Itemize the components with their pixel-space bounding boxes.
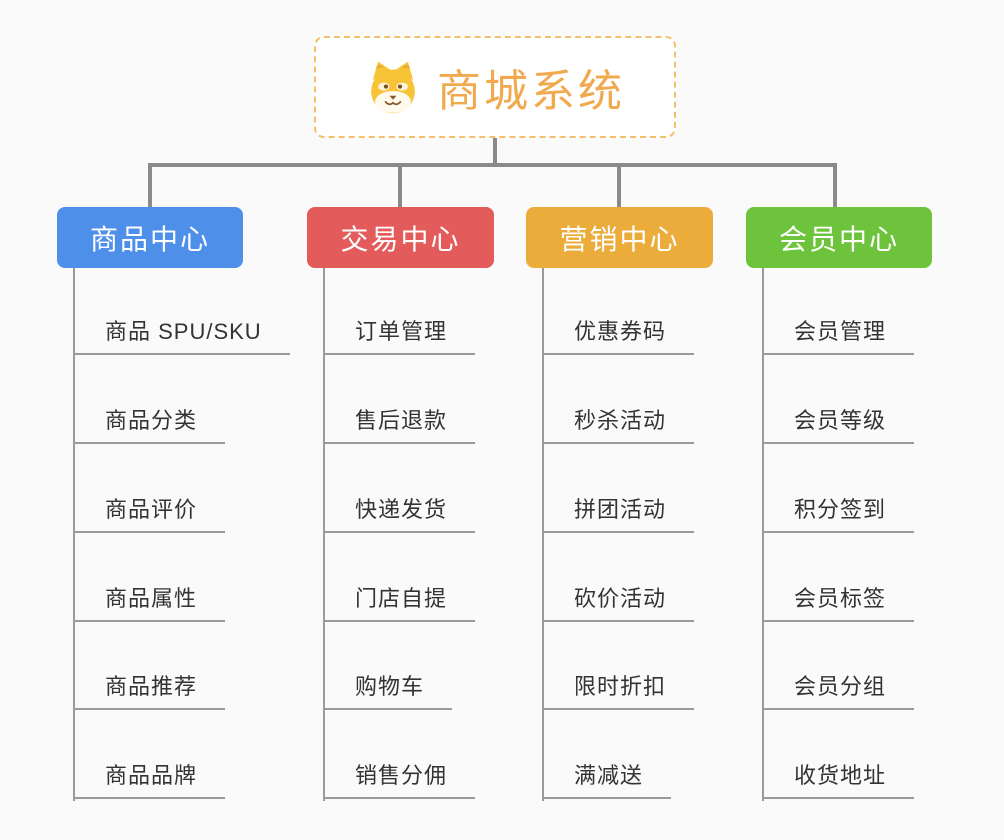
dog-face-icon [371,61,415,114]
branch-spine-line [323,268,325,801]
branch-node-products[interactable]: 商品中心 [57,207,243,268]
leaf-node[interactable]: 快递发货 [323,487,476,533]
leaf-node[interactable]: 商品 SPU/SKU [73,309,290,355]
branch-node-marketing[interactable]: 营销中心 [526,207,713,268]
leaf-node[interactable]: 会员标签 [762,576,915,622]
leaf-node[interactable]: 限时折扣 [542,664,695,710]
leaf-node[interactable]: 商品品牌 [73,753,226,799]
branch-node-members[interactable]: 会员中心 [746,207,932,268]
leaf-node[interactable]: 订单管理 [323,309,476,355]
leaf-node[interactable]: 收货地址 [762,753,915,799]
leaf-column-trade: 订单管理 售后退款 快递发货 门店自提 购物车 销售分佣 [323,268,583,803]
connector-drop-products [148,163,152,207]
connector-drop-marketing [617,163,621,207]
leaf-node[interactable]: 秒杀活动 [542,398,695,444]
branch-spine-line [542,268,544,801]
leaf-node[interactable]: 会员管理 [762,309,915,355]
leaf-node[interactable]: 商品分类 [73,398,226,444]
root-node[interactable]: 商城系统 [314,36,676,138]
leaf-node[interactable]: 满减送 [542,753,672,799]
leaf-column-products: 商品 SPU/SKU 商品分类 商品评价 商品属性 商品推荐 商品品牌 [73,268,333,803]
leaf-node[interactable]: 拼团活动 [542,487,695,533]
branch-node-trade[interactable]: 交易中心 [307,207,494,268]
leaf-column-marketing: 优惠券码 秒杀活动 拼团活动 砍价活动 限时折扣 满减送 [542,268,802,803]
branch-spine-line [73,268,75,801]
leaf-node[interactable]: 砍价活动 [542,576,695,622]
leaf-node[interactable]: 销售分佣 [323,753,476,799]
connector-drop-members [833,163,837,207]
leaf-node[interactable]: 优惠券码 [542,309,695,355]
leaf-node[interactable]: 门店自提 [323,576,476,622]
branch-spine-line [762,268,764,801]
connector-root-stub [493,138,497,165]
connector-horizontal-bar [148,163,837,167]
leaf-node[interactable]: 会员等级 [762,398,915,444]
leaf-node[interactable]: 会员分组 [762,664,915,710]
leaf-node[interactable]: 商品属性 [73,576,226,622]
leaf-node[interactable]: 售后退款 [323,398,476,444]
leaf-column-members: 会员管理 会员等级 积分签到 会员标签 会员分组 收货地址 [762,268,1004,803]
leaf-node[interactable]: 商品推荐 [73,664,226,710]
root-title: 商城系统 [437,67,625,116]
leaf-node[interactable]: 积分签到 [762,487,915,533]
leaf-node[interactable]: 商品评价 [73,487,226,533]
connector-drop-trade [398,163,402,207]
leaf-node[interactable]: 购物车 [323,664,453,710]
